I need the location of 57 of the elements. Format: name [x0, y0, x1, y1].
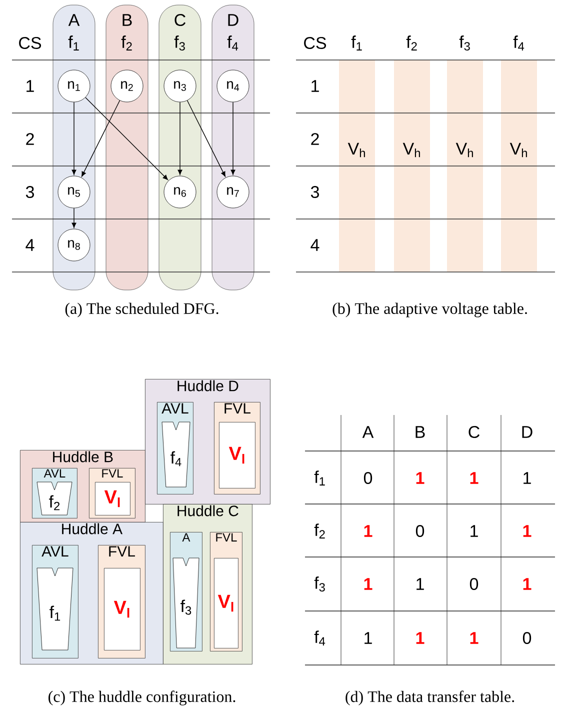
row-header: f$_{1}$: [314, 470, 325, 486]
row-header: f$_{4}$: [314, 630, 326, 646]
voltage-box: V$_{l}$: [104, 568, 140, 650]
voltage-box: V$_{l}$: [214, 558, 238, 648]
voltage-band: V$_{h}$: [501, 60, 537, 272]
figure-caption: (c) The huddle configuration.: [48, 690, 236, 706]
column-header: D: [522, 426, 532, 438]
table-cell: 0: [416, 524, 424, 538]
column-header: f$_{1}$: [351, 36, 362, 50]
column-header: f$_{2}$: [406, 36, 417, 50]
table-cell: 1: [364, 632, 372, 644]
column-header: f$_{3}$: [459, 36, 470, 50]
table-cell: 0: [522, 632, 532, 644]
row-number: 3: [26, 186, 34, 198]
table-cell: 1: [470, 472, 478, 484]
voltage-box: V$_{l}$: [95, 482, 130, 516]
table-cell: 1: [524, 472, 531, 484]
arrow: [85, 97, 168, 180]
row-number: 4: [310, 239, 320, 251]
table-cell: 1: [523, 525, 532, 537]
arrow: [186, 100, 226, 177]
row-number: 3: [310, 186, 319, 198]
arrow: [72, 102, 76, 175]
figure-caption: (d) The data transfer table.: [346, 690, 514, 706]
column-header: B: [416, 426, 425, 438]
row-number: 1: [26, 80, 34, 92]
arrow: [81, 100, 120, 177]
table-cell: 1: [470, 632, 478, 644]
figure-caption: (a) The scheduled DFG.: [65, 302, 218, 318]
voltage-box: V$_{l}$: [219, 422, 256, 488]
arrow: [230, 102, 236, 175]
voltage-band: V$_{h}$: [339, 60, 375, 272]
table-cell: 1: [364, 578, 372, 590]
table-cell: 1: [470, 525, 478, 537]
column-header: f$_{4}$: [513, 36, 524, 50]
row-number: 2: [311, 133, 319, 145]
table-cell: 1: [364, 525, 372, 537]
column-header: CS: [19, 36, 42, 50]
table-cell: 1: [416, 472, 424, 484]
table-cell: 0: [364, 472, 372, 484]
row-number: 2: [26, 133, 34, 145]
table-cell: 1: [416, 632, 424, 644]
row-number: 1: [312, 80, 319, 92]
column-header: C: [468, 426, 480, 438]
row-header: f$_{2}$: [314, 524, 325, 538]
arrow: [178, 102, 182, 175]
arrow: [72, 208, 76, 228]
row-number: 4: [26, 239, 34, 251]
table-cell: 1: [523, 578, 532, 590]
voltage-band: V$_{h}$: [447, 60, 483, 272]
row-header: f$_{3}$: [314, 576, 325, 592]
table-cell: 0: [470, 578, 478, 590]
column-header: CS: [304, 36, 326, 50]
column-header: A: [362, 426, 374, 438]
voltage-band: V$_{h}$: [394, 60, 430, 272]
table-cell: 1: [416, 578, 424, 590]
figure-caption: (b) The adaptive voltage table.: [332, 302, 527, 318]
